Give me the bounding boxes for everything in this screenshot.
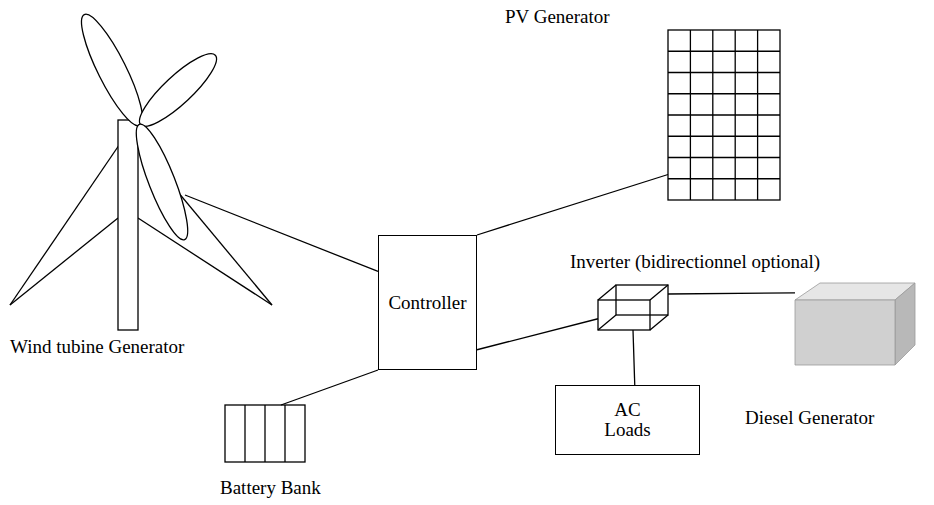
diesel-generator-node: Diesel Generator: [735, 280, 930, 430]
part-label: Battery Bank: [220, 478, 321, 498]
ac-loads-box: AC Loads: [555, 385, 700, 455]
connector-line: [185, 195, 378, 271]
part-label: Inverter (bidirectionnel optional): [570, 252, 820, 272]
box-text: AC Loads: [604, 400, 650, 440]
pv-panel-drawing: [668, 30, 780, 200]
connector-line: [477, 319, 598, 350]
inverter-drawing: [598, 285, 668, 330]
label-holder: Battery Bank: [220, 478, 321, 498]
part-label: Wind tubine Generator: [10, 337, 184, 357]
label-holder: Wind tubine Generator: [10, 337, 184, 357]
wind-turbine-node: Wind tubine Generator: [5, 5, 325, 365]
label-holder: PV Generator: [505, 7, 610, 27]
controller-box: Controller: [378, 235, 477, 370]
box-text: Controller: [388, 293, 466, 313]
part-label: Diesel Generator: [745, 408, 874, 428]
part-label: PV Generator: [505, 7, 610, 27]
inverter-node: Inverter (bidirectionnel optional): [565, 250, 932, 335]
label-holder: Diesel Generator: [745, 408, 874, 428]
label-holder: Inverter (bidirectionnel optional): [570, 252, 820, 272]
battery-bank-node: Battery Bank: [215, 400, 340, 500]
battery-bank-drawing: [225, 405, 305, 462]
connector-line: [633, 330, 635, 385]
diesel-generator-drawing: [795, 283, 915, 365]
wind-turbine-drawing: [10, 8, 272, 330]
connector-line: [281, 370, 378, 405]
connector-line: [477, 175, 668, 236]
connector-line: [668, 293, 795, 294]
pv-generator-node: PV Generator: [495, 2, 785, 207]
